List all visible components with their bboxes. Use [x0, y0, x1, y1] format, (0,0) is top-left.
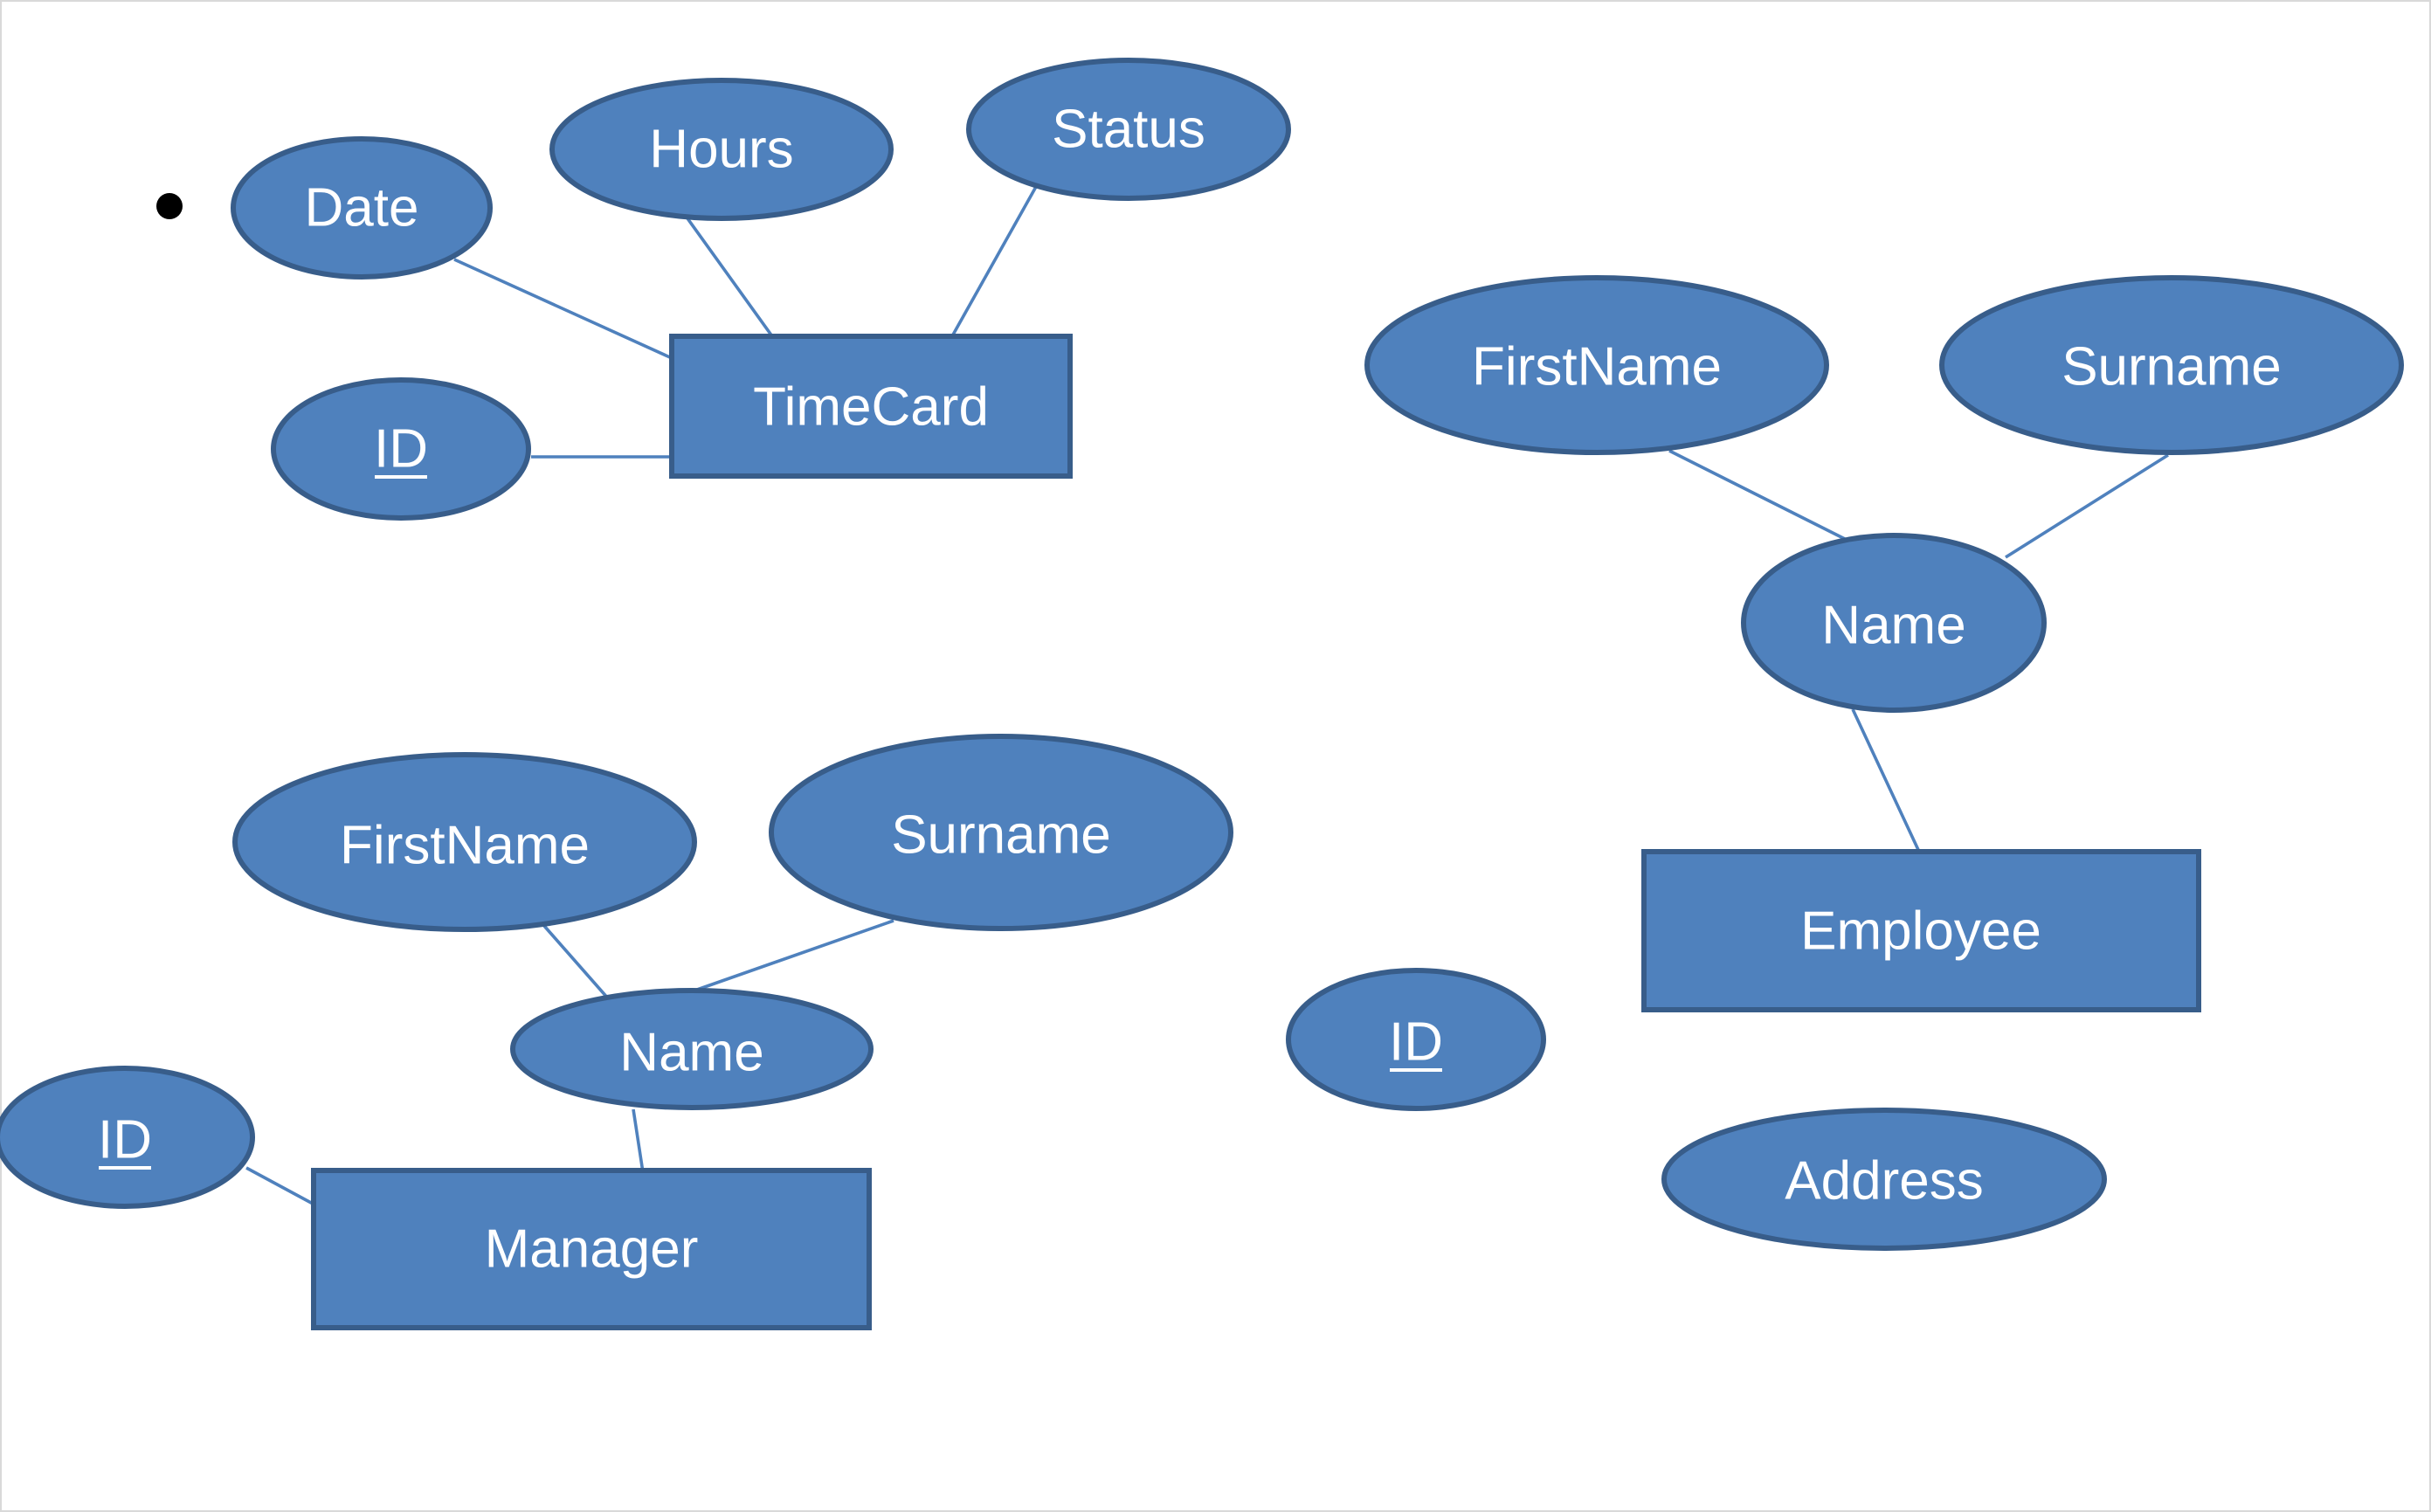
entity-manager: Manager	[311, 1168, 872, 1330]
connector-status-timecard	[950, 184, 1039, 337]
attribute-shape	[1286, 968, 1546, 1111]
attribute-shape	[510, 988, 874, 1110]
connector-firstname-name-employee	[1668, 449, 1846, 541]
attribute-id-employee: ID	[1286, 968, 1546, 1111]
employee-group: FirstName Surname Name Employee ID Addre…	[1286, 275, 2404, 1251]
attribute-shape	[0, 1066, 255, 1209]
attribute-id-timecard: ID	[271, 377, 531, 521]
attribute-surname-manager: Surname	[769, 734, 1233, 931]
entity-shape	[669, 334, 1073, 479]
attribute-shape	[966, 58, 1291, 201]
attribute-label: Address	[1785, 1151, 1983, 1212]
entity-label: Manager	[485, 1219, 699, 1280]
attribute-shape	[1939, 275, 2404, 455]
attribute-firstname-manager: FirstName	[232, 752, 697, 932]
key-attribute-label: ID	[98, 1110, 152, 1170]
entity-label: Employee	[1800, 901, 2041, 962]
entity-employee: Employee	[1641, 849, 2201, 1012]
attribute-surname-employee: Surname	[1939, 275, 2404, 455]
connector-name-employee	[1851, 708, 1921, 853]
entity-shape	[1641, 849, 2201, 1012]
attribute-shape	[769, 734, 1233, 931]
attribute-address-employee: Address	[1661, 1108, 2107, 1251]
key-attribute-label: ID	[374, 419, 428, 480]
attribute-shape	[232, 752, 697, 932]
attribute-name-employee: Name	[1741, 533, 2047, 713]
attribute-label: Name	[1821, 596, 1965, 656]
attribute-shape	[271, 377, 531, 521]
timecard-group: Date Hours Status ID TimeCard	[231, 58, 1291, 521]
connector-hours-timecard	[686, 217, 774, 338]
attribute-date: Date	[231, 136, 493, 280]
attribute-shape	[1741, 533, 2047, 713]
attribute-shape	[1364, 275, 1829, 455]
connector-firstname-name-manager	[542, 924, 610, 1000]
key-attribute-label: ID	[1389, 1012, 1443, 1073]
connector-surname-name-employee	[2005, 453, 2169, 559]
attribute-status: Status	[966, 58, 1291, 201]
attribute-label: FirstName	[1472, 337, 1722, 397]
entity-shape	[311, 1168, 872, 1330]
attribute-label: FirstName	[340, 816, 590, 876]
connector-surname-name-manager	[696, 919, 894, 991]
attribute-label: Hours	[649, 120, 793, 180]
connector-name-manager	[632, 1108, 645, 1173]
connector-date-timecard	[453, 258, 673, 360]
attribute-shape	[231, 136, 493, 280]
attribute-shape	[549, 78, 894, 221]
attribute-hours: Hours	[549, 78, 894, 221]
attribute-label: Name	[619, 1023, 763, 1083]
entity-label: TimeCard	[753, 377, 989, 438]
attribute-label: Status	[1052, 100, 1205, 160]
entity-timecard: TimeCard	[669, 334, 1073, 479]
connectors	[245, 184, 2169, 1205]
attribute-label: Surname	[891, 805, 1111, 866]
attribute-shape	[1661, 1108, 2107, 1251]
attribute-label: Date	[305, 178, 419, 238]
attribute-firstname-employee: FirstName	[1364, 275, 1829, 455]
manager-group: FirstName Surname Name ID Manager	[0, 734, 1233, 1330]
attribute-id-manager: ID	[0, 1066, 255, 1209]
connector-id-manager	[245, 1166, 314, 1205]
bullet-point	[156, 193, 183, 219]
attribute-name-manager: Name	[510, 988, 874, 1110]
attribute-label: Surname	[2062, 337, 2282, 397]
